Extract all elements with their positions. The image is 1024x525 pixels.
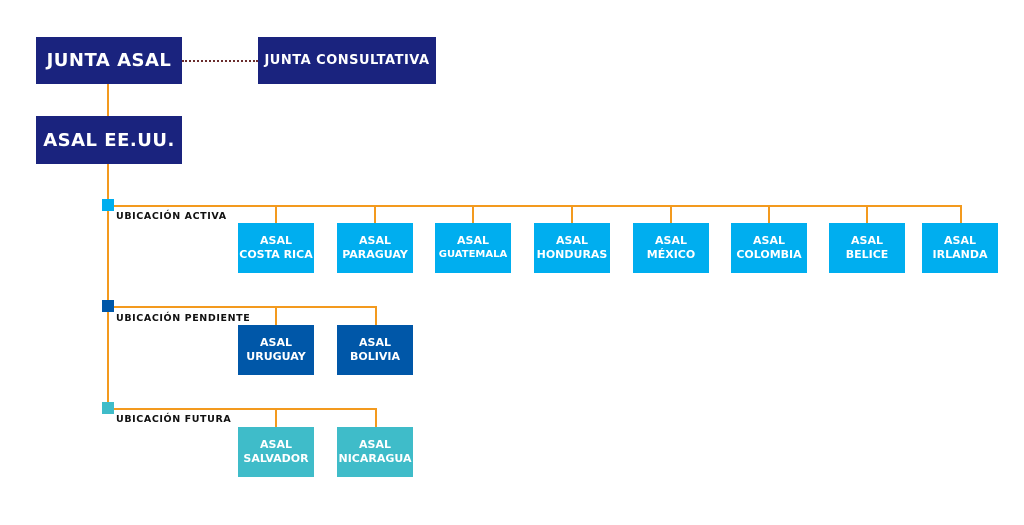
active-drop (768, 205, 770, 223)
node-title: ASAL (359, 234, 391, 247)
pending-branch-line (108, 306, 377, 308)
active-drop (472, 205, 474, 223)
advisory-connector (182, 60, 258, 62)
node-country: COLOMBIA (736, 248, 802, 261)
node-title: ASAL (753, 234, 785, 247)
node-country: GUATEMALA (438, 249, 508, 260)
pending-drop (375, 306, 377, 325)
node-title: ASAL (359, 438, 391, 451)
trunk-connector (107, 164, 109, 410)
active-drop (374, 205, 376, 223)
node-title: ASAL (556, 234, 588, 247)
future-drop (375, 408, 377, 427)
active-drop (670, 205, 672, 223)
active-branch-line (108, 205, 962, 207)
node-salvador: ASAL SALVADOR (238, 427, 314, 477)
future-status-square (102, 402, 114, 414)
node-country: COSTA RICA (239, 248, 313, 261)
node-belice: ASAL BELICE (829, 223, 905, 273)
node-title: ASAL (260, 336, 292, 349)
node-title: ASAL (260, 234, 292, 247)
node-title: ASAL (457, 234, 489, 247)
active-drop (866, 205, 868, 223)
future-drop (275, 408, 277, 427)
junta-asal-label: JUNTA ASAL (46, 50, 172, 71)
node-nicaragua: ASAL NICARAGUA (337, 427, 413, 477)
node-country: SALVADOR (243, 452, 309, 465)
node-bolivia: ASAL BOLIVIA (337, 325, 413, 375)
node-country: NICARAGUA (338, 452, 412, 465)
active-status-square (102, 199, 114, 211)
future-category-label: UBICACIÓN FUTURA (116, 414, 232, 425)
active-drop (571, 205, 573, 223)
node-irlanda: ASAL IRLANDA (922, 223, 998, 273)
pending-category-label: UBICACIÓN PENDIENTE (116, 313, 251, 324)
node-costa-rica: ASAL COSTA RICA (238, 223, 314, 273)
junta-asal-box: JUNTA ASAL (36, 37, 182, 84)
trunk-top-connector (107, 84, 109, 116)
junta-consultativa-box: JUNTA CONSULTATIVA (258, 37, 436, 84)
node-country: MÉXICO (646, 248, 696, 261)
node-title: ASAL (851, 234, 883, 247)
pending-status-square (102, 300, 114, 312)
future-branch-line (108, 408, 377, 410)
node-title: ASAL (260, 438, 292, 451)
active-category-label: UBICACIÓN ACTIVA (116, 211, 227, 222)
node-mexico: ASAL MÉXICO (633, 223, 709, 273)
node-uruguay: ASAL URUGUAY (238, 325, 314, 375)
node-country: PARAGUAY (342, 248, 408, 261)
node-country: IRLANDA (932, 248, 988, 261)
junta-consultativa-label: JUNTA CONSULTATIVA (264, 53, 430, 68)
node-country: BELICE (845, 248, 889, 261)
active-drop (960, 205, 962, 223)
active-drop (275, 205, 277, 223)
asal-eeuu-label: ASAL EE.UU. (43, 129, 175, 151)
node-title: ASAL (359, 336, 391, 349)
node-title: ASAL (655, 234, 687, 247)
node-honduras: ASAL HONDURAS (534, 223, 610, 273)
node-country: BOLIVIA (350, 350, 400, 363)
node-colombia: ASAL COLOMBIA (731, 223, 807, 273)
node-country: URUGUAY (246, 350, 306, 363)
asal-eeuu-box: ASAL EE.UU. (36, 116, 182, 164)
node-country: HONDURAS (536, 248, 608, 261)
node-title: ASAL (944, 234, 976, 247)
node-paraguay: ASAL PARAGUAY (337, 223, 413, 273)
pending-drop (275, 306, 277, 325)
node-guatemala: ASAL GUATEMALA (435, 223, 511, 273)
